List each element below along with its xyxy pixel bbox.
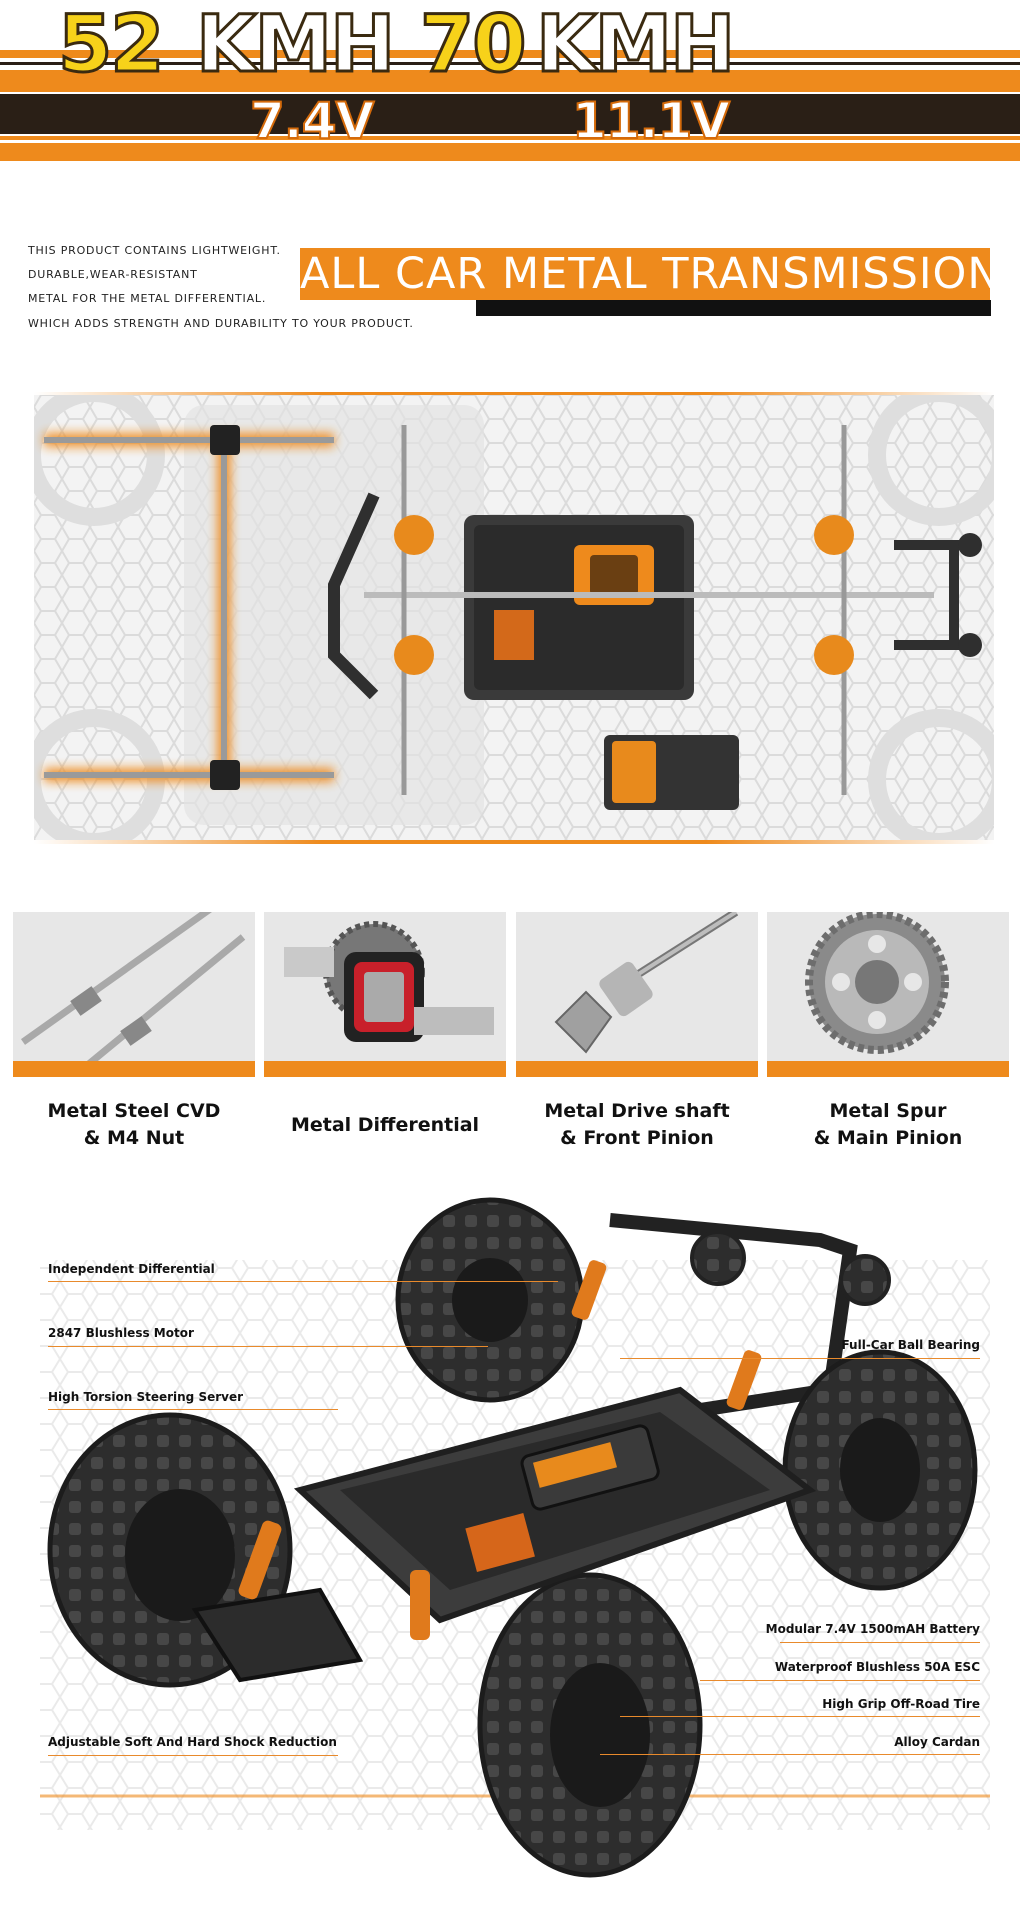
part-card-spur — [767, 912, 1009, 1077]
callout-esc: Waterproof Blushless 50A ESC — [774, 1660, 980, 1674]
callout-independent-differential: Independent Differential — [48, 1262, 215, 1276]
part-card-accent — [13, 1061, 255, 1077]
callout-line — [48, 1281, 558, 1282]
callout-alloy-cardan: Alloy Cardan — [894, 1735, 980, 1749]
intro-text-line: DURABLE,WEAR-RESISTANT — [28, 268, 198, 281]
cvd-driveshaft-icon — [20, 912, 246, 1077]
callout-line — [48, 1346, 488, 1347]
callout-brushless-motor: 2847 Blushless Motor — [48, 1326, 194, 1340]
speed-unit-2: KMH — [534, 0, 736, 90]
callout-line — [620, 1716, 980, 1717]
part-label-cvd: Metal Steel CVD& M4 Nut — [47, 1100, 221, 1149]
callout-line — [600, 1754, 980, 1755]
chassis-illustration — [34, 395, 994, 840]
callout-battery: Modular 7.4V 1500mAH Battery — [765, 1622, 980, 1636]
callout-line — [780, 1642, 980, 1643]
heading-underline-bar — [476, 300, 991, 316]
callout-line — [48, 1409, 338, 1410]
callout-line — [620, 1358, 980, 1359]
intro-text-line: WHICH ADDS STRENGTH AND DURABILITY TO YO… — [28, 317, 414, 330]
pinion-shaft-icon — [554, 912, 739, 1054]
part-card-accent — [767, 1061, 1009, 1077]
rc-truck-illustration — [40, 1197, 990, 1878]
part-card-differential — [264, 912, 506, 1077]
intro-text-line: THIS PRODUCT CONTAINS LIGHTWEIGHT. — [28, 244, 281, 257]
part-card-accent — [516, 1061, 758, 1077]
speed-unit-1: KMH — [194, 0, 396, 90]
spur-gear-icon — [805, 912, 949, 1054]
part-card-accent — [264, 1061, 506, 1077]
speed-banner: 52 KMH 70 KMH 7.4V 11.1V — [0, 0, 1020, 165]
callout-line — [700, 1680, 980, 1681]
differential-icon — [284, 921, 494, 1042]
callout-shock-reduction: Adjustable Soft And Hard Shock Reduction — [48, 1735, 337, 1749]
chassis-bottom-glow-line — [34, 838, 994, 844]
part-label-differential: Metal Differential — [290, 1114, 480, 1136]
intro-text-line: METAL FOR THE METAL DIFFERENTIAL. — [28, 292, 267, 305]
section-heading: ALL CAR METAL TRANSMISSION — [300, 249, 1001, 299]
part-card-pinion — [516, 912, 758, 1077]
speed-value-1: 52 — [57, 0, 167, 90]
car-feature-image — [0, 1190, 1020, 1920]
part-label-spur: Metal Spur& Main Pinion — [813, 1100, 963, 1149]
voltage-label-1: 7.4V — [249, 92, 375, 150]
part-card-cvd — [13, 912, 255, 1077]
voltage-label-2: 11.1V — [571, 92, 731, 150]
callout-offroad-tire: High Grip Off-Road Tire — [822, 1697, 980, 1711]
speed-value-2: 70 — [419, 0, 529, 90]
part-label-pinion: Metal Drive shaft& Front Pinion — [544, 1100, 730, 1149]
callout-steering-servo: High Torsion Steering Server — [48, 1390, 244, 1404]
callout-ball-bearing: Full-Car Ball Bearing — [841, 1338, 980, 1352]
callout-line — [48, 1755, 338, 1756]
section-heading-background — [300, 248, 990, 300]
chassis-top-view-image — [34, 395, 994, 840]
